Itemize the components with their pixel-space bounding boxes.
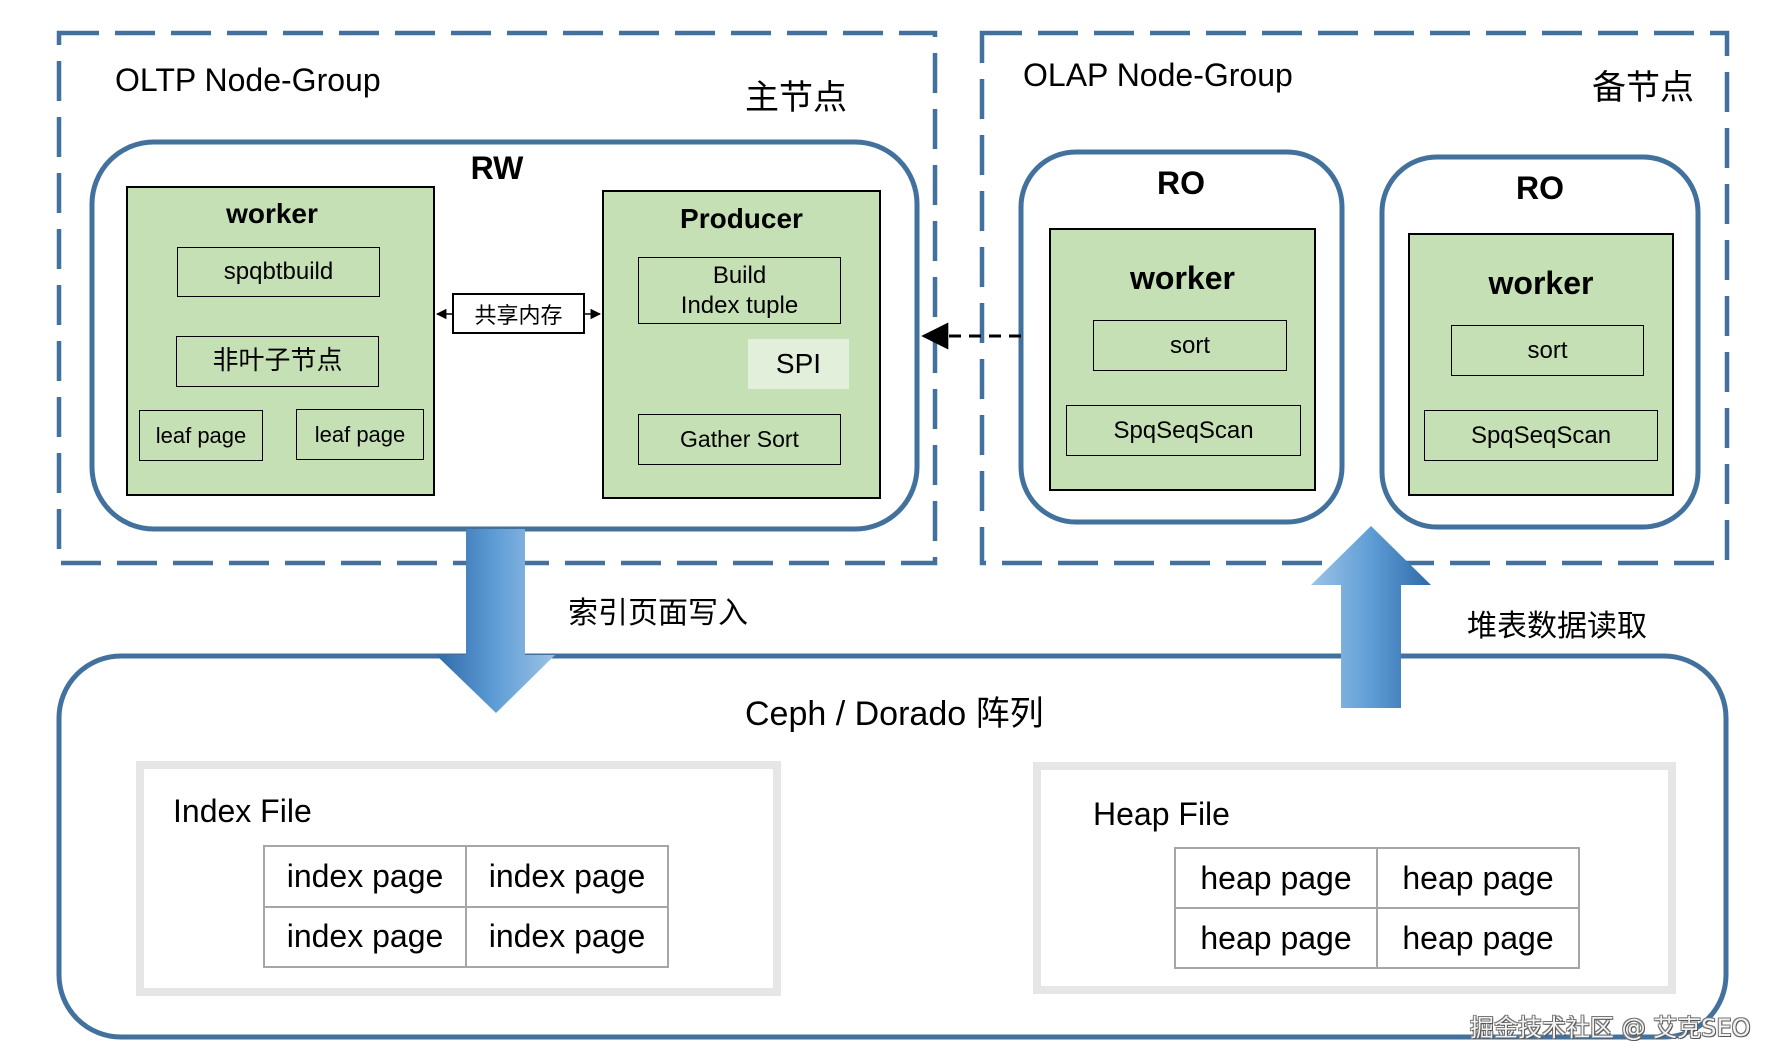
heap-read-flow-label: 堆表数据读取: [1467, 609, 1647, 644]
leaf-page-right-label: leaf page: [314, 421, 406, 447]
heap-pages-table: heap page heap page heap page heap page: [1174, 847, 1580, 969]
table-row: index page index page: [263, 905, 669, 968]
table-row: heap page heap page: [1174, 847, 1580, 909]
standby-node-label: 备节点: [1592, 68, 1694, 108]
primary-node-label: 主节点: [745, 78, 847, 118]
spqbtbuild-label: spqbtbuild: [223, 258, 334, 285]
index-file-title: Index File: [173, 793, 312, 829]
ro-node-1-scan-step: SpqSeqScan: [1066, 405, 1301, 456]
rw-node-title: RW: [470, 150, 524, 186]
shared-memory-box: 共享内存: [452, 293, 585, 334]
ro-node-1-worker-title: worker: [1130, 260, 1235, 296]
index-write-flow-label: 索引页面写入: [568, 596, 748, 631]
shared-memory-label: 共享内存: [474, 303, 563, 329]
rw-worker-title: worker: [226, 198, 318, 229]
heap-file-title: Heap File: [1093, 796, 1230, 832]
producer-title: Producer: [680, 203, 803, 234]
leaf-page-left-label: leaf page: [155, 422, 247, 448]
gather-sort-step: Gather Sort: [638, 414, 841, 465]
internal-node-step: 非叶子节点: [176, 336, 379, 387]
build-label-line1: Build: [712, 261, 767, 289]
oltp-group-label: OLTP Node-Group: [115, 62, 381, 98]
index-pages-table: index page index page index page index p…: [263, 845, 669, 968]
heap-page-cell: heap page: [1174, 907, 1378, 969]
heap-page-cell: heap page: [1376, 907, 1580, 969]
heap-page-cell: heap page: [1376, 847, 1580, 909]
spqbtbuild-step: spqbtbuild: [177, 247, 380, 297]
ro-node-2-worker-title: worker: [1488, 265, 1594, 301]
index-page-cell: index page: [465, 845, 669, 908]
ro-node-2-title: RO: [1516, 170, 1564, 206]
index-page-cell: index page: [465, 905, 669, 968]
leaf-page-left: leaf page: [139, 410, 263, 461]
ro-node-2-sort-label: sort: [1527, 336, 1568, 364]
read-arrow: [1311, 526, 1431, 708]
ro-node-1-sort-step: sort: [1093, 320, 1287, 371]
gather-sort-label: Gather Sort: [680, 426, 799, 453]
spi-box: SPI: [746, 337, 851, 391]
ro-node-1-scan-label: SpqSeqScan: [1113, 416, 1254, 444]
spi-label: SPI: [775, 348, 822, 379]
index-page-cell: index page: [263, 845, 467, 908]
watermark: 掘金技术社区 @ 艾克SEO: [1470, 1014, 1751, 1042]
ro-node-1-title: RO: [1157, 165, 1205, 201]
table-row: index page index page: [263, 845, 669, 908]
build-label-line2: Index tuple: [680, 291, 799, 319]
ro-node-2-scan-label: SpqSeqScan: [1470, 421, 1612, 449]
build-index-tuple-step: Build Index tuple: [638, 257, 841, 324]
table-row: heap page heap page: [1174, 907, 1580, 969]
leaf-page-right: leaf page: [296, 409, 424, 460]
heap-page-cell: heap page: [1174, 847, 1378, 909]
ro-node-2-sort-step: sort: [1451, 325, 1644, 376]
index-page-cell: index page: [263, 905, 467, 968]
internal-node-label: 非叶子节点: [212, 346, 343, 377]
olap-group-label: OLAP Node-Group: [1023, 57, 1293, 93]
storage-title: Ceph / Dorado 阵列: [745, 695, 1044, 733]
write-arrow: [436, 529, 555, 713]
ro-node-2-scan-step: SpqSeqScan: [1424, 410, 1658, 461]
oltp-group-frame: [56, 30, 938, 566]
ro-node-1-sort-label: sort: [1169, 331, 1210, 359]
